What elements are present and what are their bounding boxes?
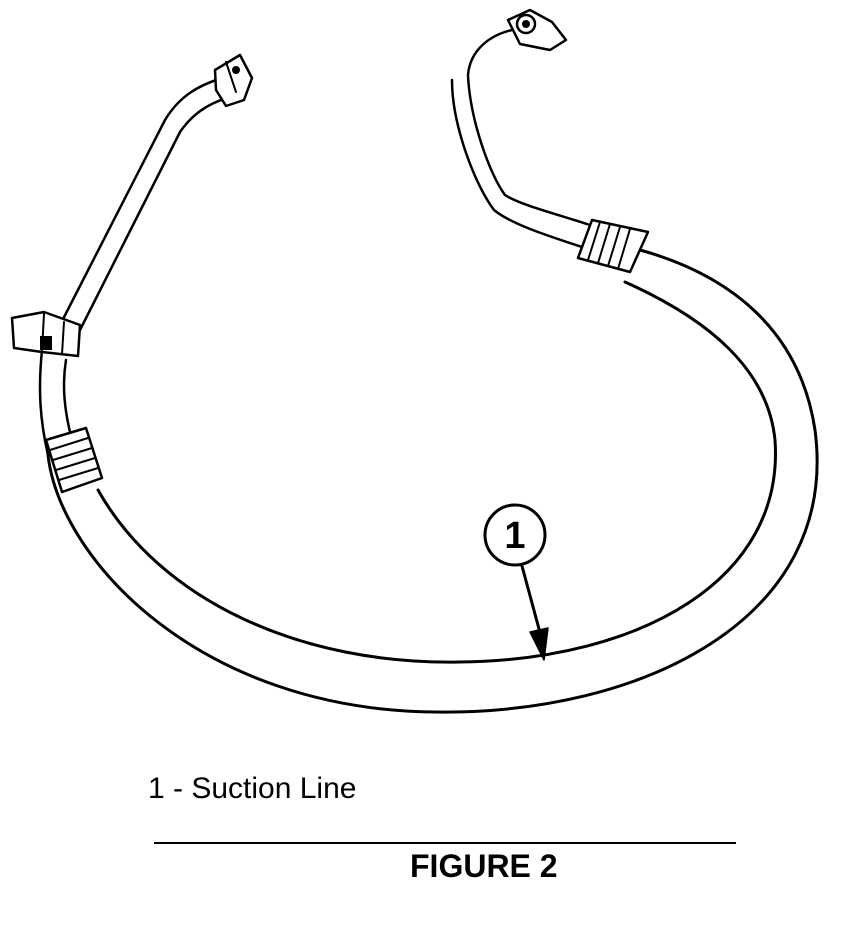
right-end-fitting <box>506 8 568 52</box>
callout-1 <box>483 503 549 661</box>
figure-caption: FIGURE 2 <box>410 848 558 884</box>
caption-divider <box>154 842 736 844</box>
suction-hose <box>46 248 819 714</box>
left-tube-bracket <box>10 310 82 358</box>
legend-entry: 1 - Suction Line <box>148 772 357 805</box>
callout-arrowhead <box>529 627 549 661</box>
left-metal-tube <box>38 76 238 457</box>
left-hose-ferrule <box>44 426 104 494</box>
callout-circle <box>483 503 547 567</box>
left-end-fitting <box>213 53 254 108</box>
callout-number: 1 <box>504 515 525 557</box>
right-metal-tube <box>450 28 592 250</box>
right-hose-ferrule <box>576 218 650 274</box>
